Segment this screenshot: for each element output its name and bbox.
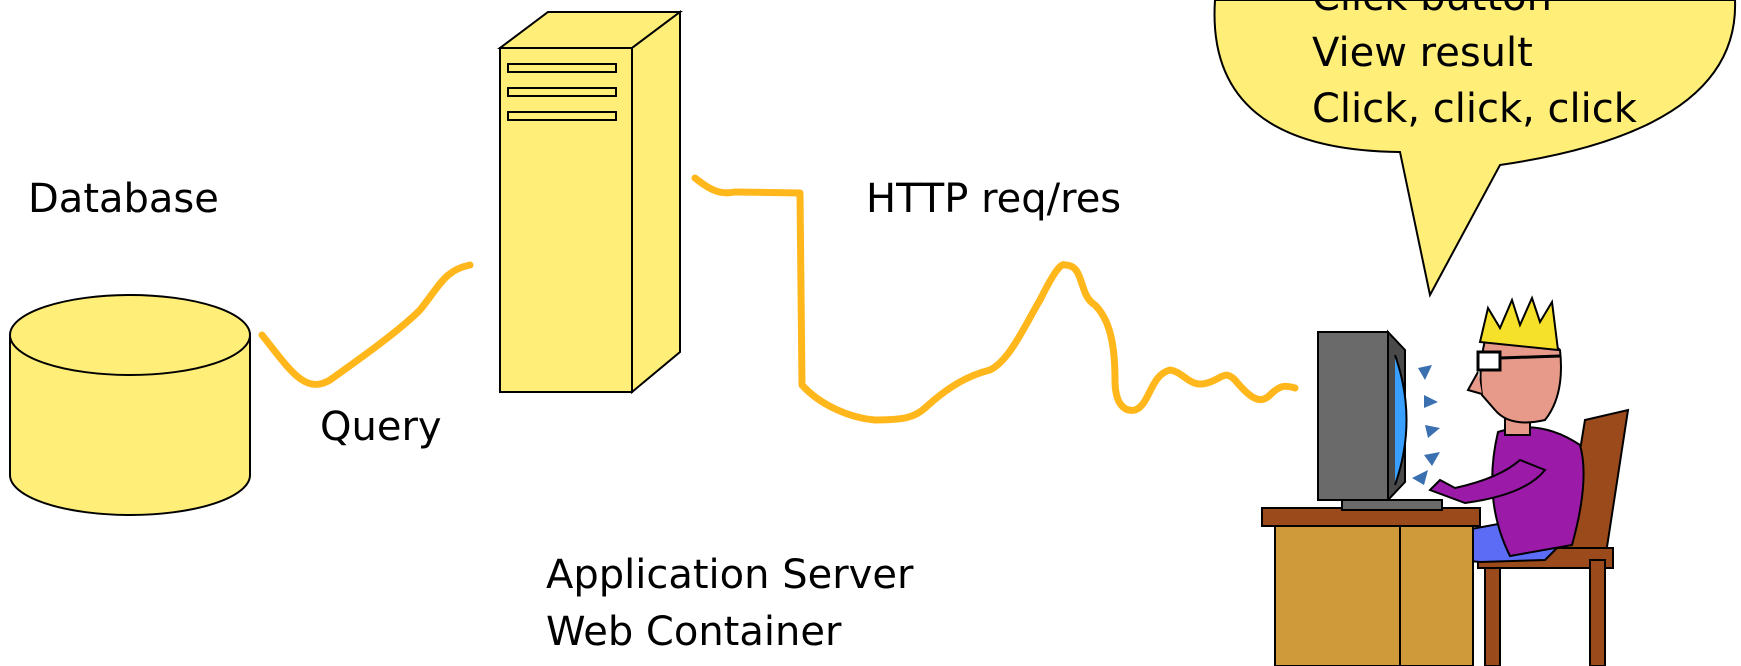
speech-line-2: View result bbox=[1312, 30, 1533, 76]
database-icon bbox=[9, 294, 251, 516]
database-label: Database bbox=[28, 176, 219, 222]
speech-bubble: Click button View result Click, click, c… bbox=[1213, 0, 1737, 298]
http-connection-line bbox=[691, 174, 1299, 424]
http-label: HTTP req/res bbox=[866, 176, 1121, 222]
speech-line-1: Click button bbox=[1312, 0, 1552, 20]
server-icon bbox=[497, 10, 683, 395]
app-server-label-line1: Application Server bbox=[546, 552, 914, 598]
user-at-computer-icon bbox=[1261, 295, 1630, 666]
query-connection-line bbox=[258, 261, 474, 388]
speech-line-3: Click, click, click bbox=[1312, 86, 1638, 132]
query-label: Query bbox=[320, 404, 442, 450]
app-server-label-line2: Web Container bbox=[546, 609, 842, 655]
